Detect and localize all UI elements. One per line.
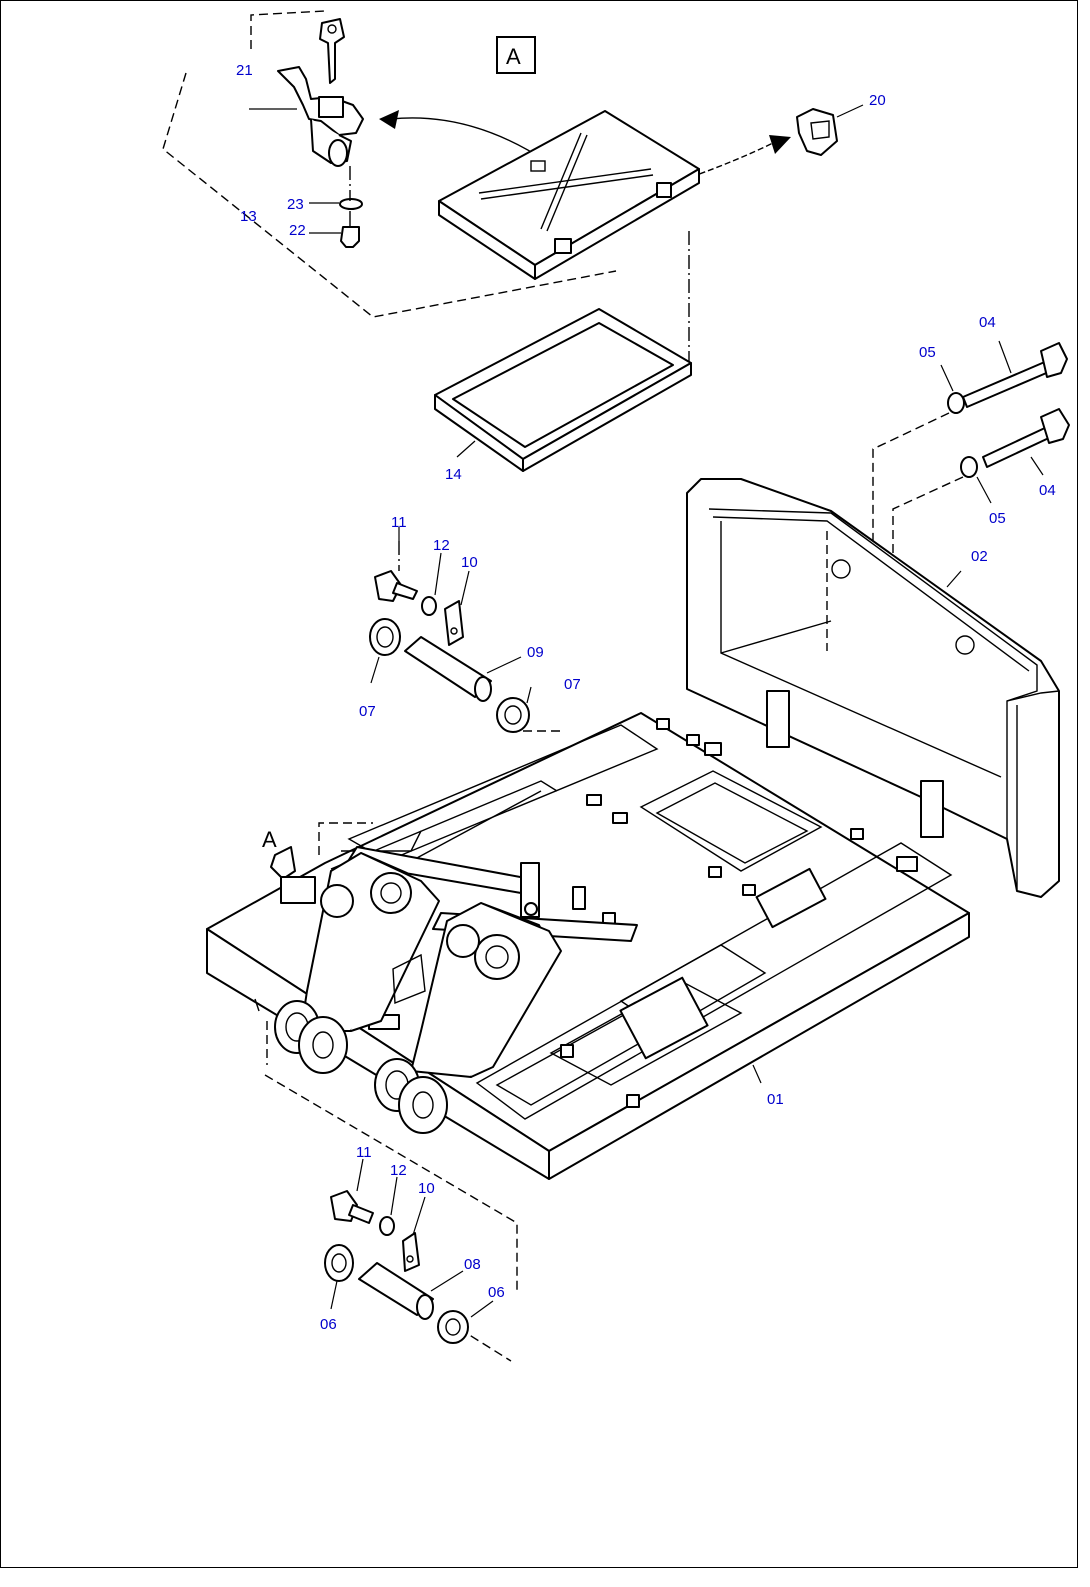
washer-part-12-lower <box>379 1216 395 1236</box>
pin-part-08 <box>358 1262 434 1320</box>
callout-07-left: 07 <box>359 703 376 720</box>
callout-14: 14 <box>445 466 462 483</box>
callout-09: 09 <box>527 644 544 661</box>
seal-frame-part-14 <box>434 308 692 472</box>
bolt-part-04-upper <box>962 342 1068 408</box>
view-a-arrow-label: A <box>262 827 277 852</box>
callout-05-lower: 05 <box>989 510 1006 527</box>
catch-part-20 <box>796 108 838 156</box>
frame-part-01 <box>206 712 970 1180</box>
callout-02: 02 <box>971 548 988 565</box>
bushing-part-06-left <box>324 1244 354 1282</box>
callout-10-lower: 10 <box>418 1180 435 1197</box>
arrow-head-right <box>769 135 791 154</box>
rear-panel-part-02 <box>686 478 1060 898</box>
callout-01: 01 <box>767 1091 784 1108</box>
callout-22: 22 <box>289 222 306 239</box>
plate-part-10-lower <box>402 1232 420 1272</box>
callout-12-lower: 12 <box>390 1162 407 1179</box>
latch-hook-part-21 <box>277 66 364 167</box>
key <box>319 18 345 84</box>
callout-12-upper: 12 <box>433 537 450 554</box>
bushing-part-07-right <box>496 697 530 733</box>
bushing-part-06-right <box>437 1310 469 1344</box>
view-a-label-box <box>496 36 536 74</box>
callout-11-upper: 11 <box>391 514 407 531</box>
battery-cover-lid <box>438 110 700 280</box>
callout-11-lower: 11 <box>356 1144 372 1161</box>
plate-part-10-upper <box>444 600 464 646</box>
bolt-part-04-lower <box>982 408 1070 468</box>
callout-04-lower: 04 <box>1039 482 1056 499</box>
washer-part-12-upper <box>421 596 437 616</box>
callout-07-right: 07 <box>564 676 581 693</box>
washer-part-05-lower <box>960 456 978 478</box>
callout-06-left: 06 <box>320 1316 337 1333</box>
callout-20: 20 <box>869 92 886 109</box>
callout-21: 21 <box>236 62 253 79</box>
callout-23: 23 <box>287 196 304 213</box>
callout-06-right: 06 <box>488 1284 505 1301</box>
detail-a-bracket <box>162 10 617 318</box>
callout-10-upper: 10 <box>461 554 478 571</box>
bolt-part-11-upper <box>374 570 418 602</box>
exploded-view-drawing: A A 21 23 22 13 20 14 05 04 05 04 02 11 … <box>162 10 1070 1362</box>
view-a-box-label: A <box>506 44 521 69</box>
arrow-head-left <box>379 110 399 129</box>
callout-04-upper: 04 <box>979 314 996 331</box>
parts-diagram-sheet: A A 21 23 22 13 20 14 05 04 05 04 02 11 … <box>0 0 1078 1568</box>
bushing-part-07-left <box>369 618 401 656</box>
bolt-part-11-lower <box>330 1190 374 1224</box>
screw-part-22 <box>340 211 360 248</box>
pin-part-09 <box>404 636 492 702</box>
callout-08: 08 <box>464 1256 481 1273</box>
washer-part-23 <box>339 198 363 210</box>
washer-part-05-upper <box>947 392 965 414</box>
callout-05-upper: 05 <box>919 344 936 361</box>
view-a-direction-arrow <box>270 846 296 880</box>
callout-13: 13 <box>240 208 257 225</box>
